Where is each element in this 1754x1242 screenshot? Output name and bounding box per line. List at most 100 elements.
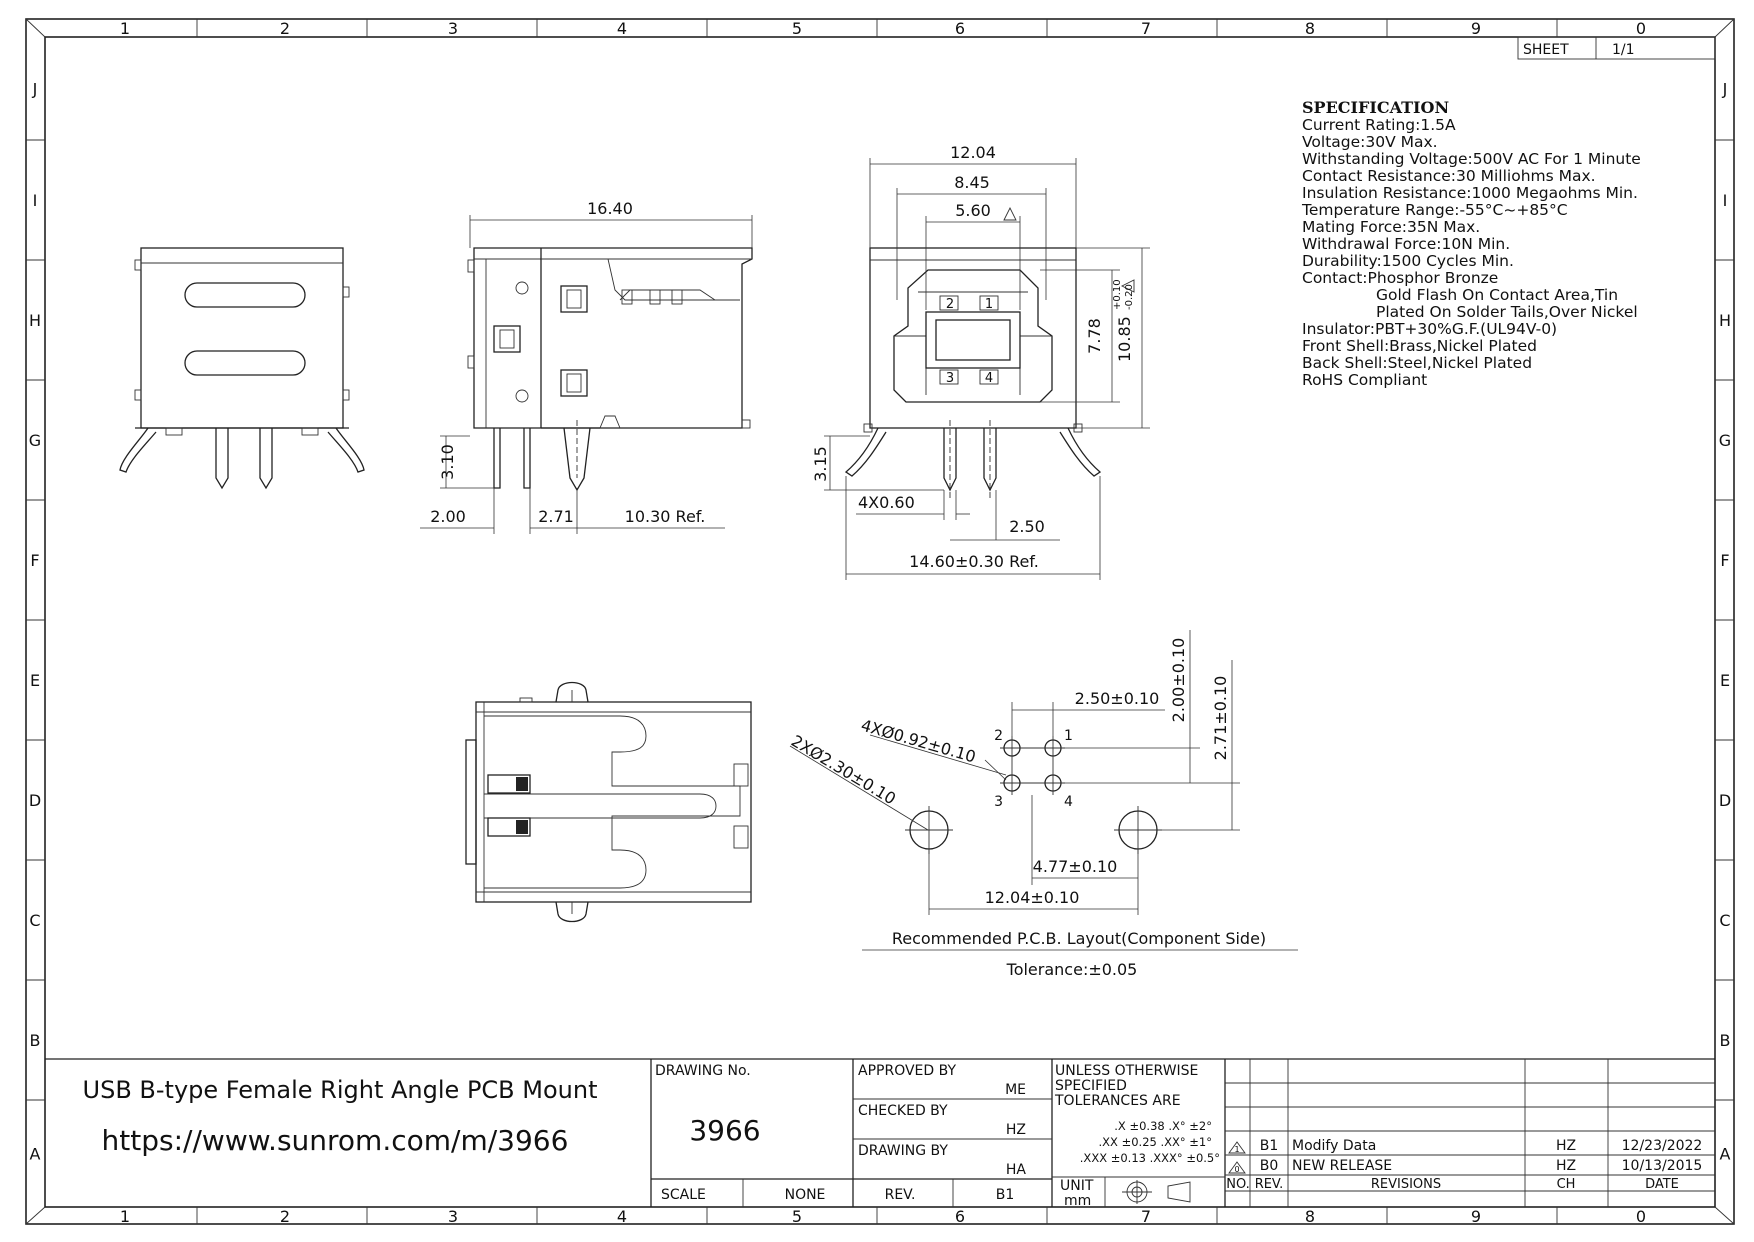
spec-line: Voltage:30V Max. xyxy=(1302,133,1438,151)
rev1-no: 1 xyxy=(1234,1145,1239,1154)
rev1-ch: HZ xyxy=(1556,1138,1576,1154)
drawing-no-label: DRAWING No. xyxy=(655,1063,751,1079)
zone-row-right-F: F xyxy=(1720,551,1729,570)
spec-title: SPECIFICATION xyxy=(1302,98,1449,117)
zone-col-top-0: 0 xyxy=(1636,19,1646,38)
dim-opening: 5.60 xyxy=(955,201,991,220)
zone-row-right-B: B xyxy=(1720,1031,1731,1050)
spec-line: Plated On Solder Tails,Over Nickel xyxy=(1376,303,1638,321)
zone-row-right-I: I xyxy=(1723,191,1728,210)
pcb-pin-4: 4 xyxy=(1064,794,1073,810)
zone-col-top-7: 7 xyxy=(1141,19,1151,38)
zone-row-left-B: B xyxy=(30,1031,41,1050)
zone-col-bottom-3: 3 xyxy=(448,1207,458,1226)
rev0-rev: B0 xyxy=(1260,1158,1279,1174)
zone-col-top-4: 4 xyxy=(617,19,627,38)
zone-col-bottom-5: 5 xyxy=(792,1207,802,1226)
zone-row-left-F: F xyxy=(30,551,39,570)
zone-row-right-D: D xyxy=(1719,791,1731,810)
top-view xyxy=(465,681,752,923)
pcb-tolerance: Tolerance:±0.05 xyxy=(1006,960,1138,979)
zone-col-bottom-8: 8 xyxy=(1305,1207,1315,1226)
zone-col-bottom-9: 9 xyxy=(1471,1207,1481,1226)
rev1-rev: B1 xyxy=(1260,1138,1279,1154)
pcb-caption: Recommended P.C.B. Layout(Component Side… xyxy=(892,929,1266,948)
zone-col-bottom-7: 7 xyxy=(1141,1207,1151,1226)
zone-row-right-G: G xyxy=(1719,431,1731,450)
rev0-desc: NEW RELEASE xyxy=(1292,1158,1392,1174)
zone-row-right-A: A xyxy=(1720,1145,1731,1164)
spec-line: Contact:Phosphor Bronze xyxy=(1302,269,1498,287)
zone-col-top-8: 8 xyxy=(1305,19,1315,38)
spec-line: RoHS Compliant xyxy=(1302,371,1427,389)
zone-row-left-A: A xyxy=(30,1145,41,1164)
drawing-url[interactable]: https://www.sunrom.com/m/3966 xyxy=(102,1124,569,1157)
zone-col-bottom-4: 4 xyxy=(617,1207,627,1226)
rev1-date: 12/23/2022 xyxy=(1622,1138,1703,1154)
zone-col-top-3: 3 xyxy=(448,19,458,38)
dim-pin-pitch: 2.50 xyxy=(1009,517,1045,536)
rev1-desc: Modify Data xyxy=(1292,1138,1376,1154)
zone-row-right-E: E xyxy=(1720,671,1730,690)
zone-row-right-H: H xyxy=(1719,311,1731,330)
dim-height: 7.78 xyxy=(1085,318,1104,354)
zone-col-bottom-6: 6 xyxy=(955,1207,965,1226)
dim-tol-minus: -0.20 xyxy=(1124,284,1135,310)
rev-header-revisions: REVISIONS xyxy=(1371,1177,1441,1192)
dim-width: 12.04 xyxy=(950,143,996,162)
tolerance-b: .XX ±0.25 .XX° ±1° xyxy=(1099,1135,1212,1149)
sheet-value: 1/1 xyxy=(1612,42,1635,58)
dim-length: 16.40 xyxy=(587,199,633,218)
dim-pitch: 2.71 xyxy=(538,507,574,526)
dim-tol-plus: +0.10 xyxy=(1112,279,1123,310)
spec-line: Front Shell:Brass,Nickel Plated xyxy=(1302,337,1537,355)
zone-col-top-5: 5 xyxy=(792,19,802,38)
approved-by-value: ME xyxy=(1005,1082,1026,1098)
unit-label: UNIT xyxy=(1060,1178,1094,1194)
front-pin-3: 3 xyxy=(946,371,954,386)
zone-col-top-2: 2 xyxy=(280,19,290,38)
zone-col-top-9: 9 xyxy=(1471,19,1481,38)
pcb-pin-2: 2 xyxy=(994,728,1003,744)
drawing-title: USB B-type Female Right Angle PCB Mount xyxy=(83,1076,598,1104)
drawing-by-label: DRAWING BY xyxy=(858,1143,948,1159)
pcb-hole2: 2XØ2.30±0.10 xyxy=(788,731,899,808)
pcb-mount-offset: 4.77±0.10 xyxy=(1033,857,1118,876)
zone-col-top-1: 1 xyxy=(120,19,130,38)
dim-offset: 2.00 xyxy=(430,507,466,526)
spec-line: Contact Resistance:30 Milliohms Max. xyxy=(1302,167,1596,185)
zone-row-left-D: D xyxy=(29,791,41,810)
pcb-hole4: 4XØ0.92±0.10 xyxy=(859,716,978,767)
zone-row-right-J: J xyxy=(1722,80,1728,99)
front-pin-1: 1 xyxy=(985,297,993,312)
spec-line: Insulator:PBT+30%G.F.(UL94V-0) xyxy=(1302,320,1557,338)
rev-header-date: DATE xyxy=(1645,1177,1679,1192)
zone-col-bottom-2: 2 xyxy=(280,1207,290,1226)
pcb-pin-3: 3 xyxy=(994,794,1003,810)
pcb-pin-1: 1 xyxy=(1064,728,1073,744)
zone-row-left-G: G xyxy=(29,431,41,450)
dim-pin-dia: 4X0.60 xyxy=(858,493,915,512)
scale-value: NONE xyxy=(785,1187,826,1203)
zone-row-left-H: H xyxy=(29,311,41,330)
end-view xyxy=(119,247,365,490)
spec-line: Current Rating:1.5A xyxy=(1302,116,1456,134)
rev-header-rev: REV. xyxy=(1255,1177,1284,1192)
spec-line: Insulation Resistance:1000 Megaohms Min. xyxy=(1302,184,1638,202)
checked-by-value: HZ xyxy=(1006,1122,1026,1138)
spec-line: Gold Flash On Contact Area,Tin xyxy=(1376,286,1618,304)
spec-line: Temperature Range:-55°C~+85°C xyxy=(1301,201,1568,219)
approved-by-label: APPROVED BY xyxy=(858,1063,956,1079)
spec-line: Withdrawal Force:10N Min. xyxy=(1302,235,1510,253)
pcb-layout-view xyxy=(789,630,1298,951)
tolerance-line1: UNLESS OTHERWISE xyxy=(1055,1063,1198,1079)
zone-col-bottom-0: 0 xyxy=(1636,1207,1646,1226)
tolerance-line2: SPECIFIED xyxy=(1055,1078,1127,1094)
pcb-row-offset: 2.71±0.10 xyxy=(1211,676,1230,761)
spec-line: Withstanding Voltage:500V AC For 1 Minut… xyxy=(1302,150,1641,168)
zone-col-bottom-1: 1 xyxy=(120,1207,130,1226)
zone-row-left-E: E xyxy=(30,671,40,690)
tolerance-line3: TOLERANCES ARE xyxy=(1054,1093,1181,1109)
